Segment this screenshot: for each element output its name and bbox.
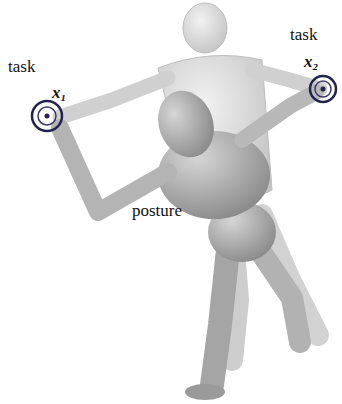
front-pose [60, 83, 316, 400]
label-text: posture [132, 201, 182, 220]
label-text: x₁ [52, 83, 66, 102]
label-text: task [290, 25, 317, 44]
task-target [310, 76, 336, 102]
task-label: task [8, 58, 35, 76]
rear-pose [60, 3, 320, 360]
posture-label: posture [132, 202, 182, 220]
task-label: task [290, 26, 317, 44]
label-text: task [8, 57, 35, 76]
label-text: x₂ [304, 52, 318, 71]
task-variable: x₁ [52, 84, 66, 102]
task-variable: x₂ [304, 53, 318, 71]
task-target [32, 101, 62, 131]
